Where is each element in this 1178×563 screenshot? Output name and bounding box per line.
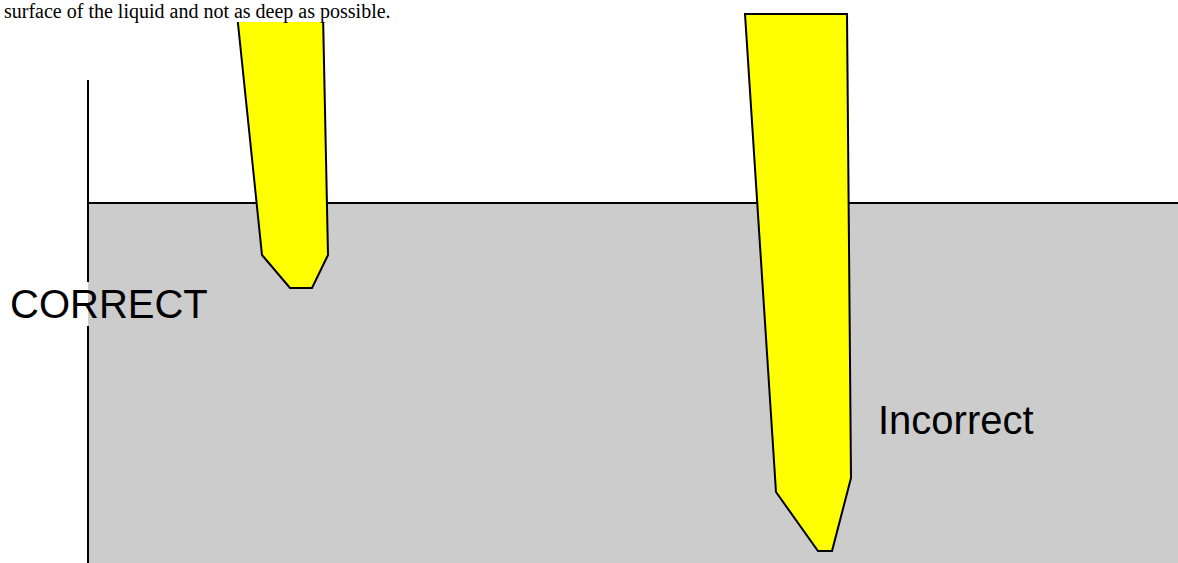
probe-deep xyxy=(745,14,851,551)
incorrect-label: Incorrect xyxy=(878,398,1034,442)
liquid-surface xyxy=(88,202,1178,204)
caption-note: surface of the liquid and not as deep as… xyxy=(2,0,393,22)
probe-shallow xyxy=(237,14,328,288)
correct-label: CORRECT xyxy=(10,282,208,326)
liquid xyxy=(88,203,1178,563)
